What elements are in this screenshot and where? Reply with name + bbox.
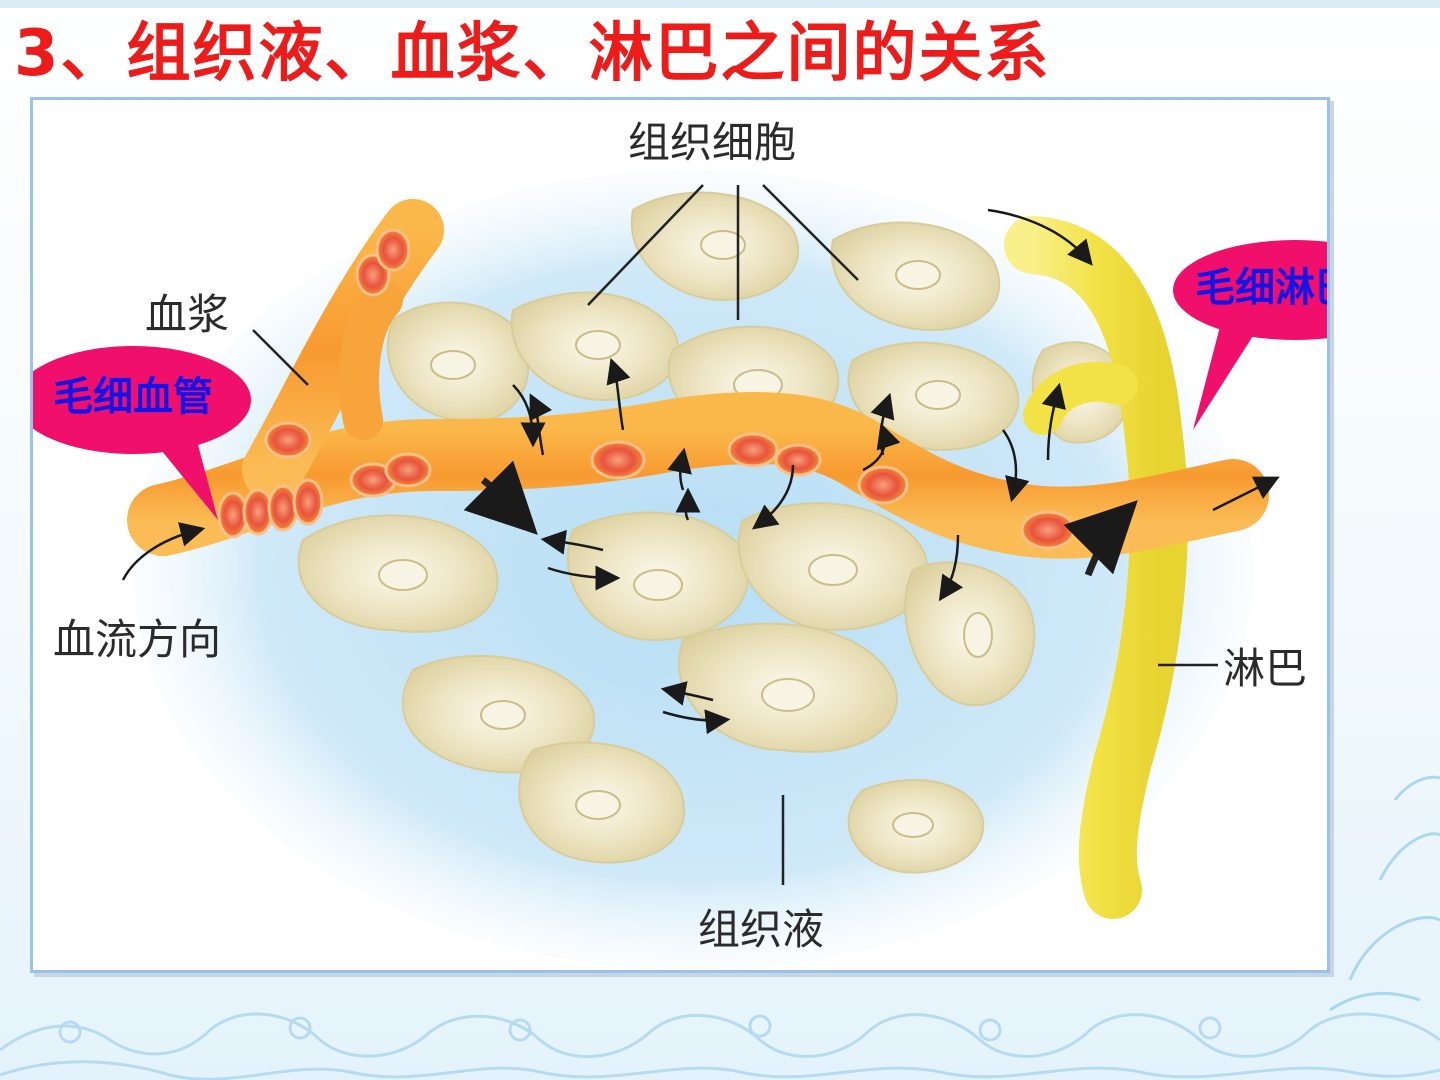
- diagram-frame: 组织细胞 血浆 血流方向 淋巴 组织液 毛细血管 毛细淋巴管: [30, 97, 1330, 973]
- label-plasma: 血浆: [145, 290, 230, 339]
- leader-lines: [252, 184, 1218, 885]
- diagram-illustration: [33, 170, 1327, 970]
- lymph-capillary-vessel: [1004, 216, 1188, 919]
- label-tissue-fluid: 组织液: [698, 905, 825, 954]
- cell-nuclei: [378, 230, 993, 838]
- red-blood-cells: [217, 228, 1076, 550]
- callout-capillary: 毛细血管: [53, 374, 213, 420]
- label-lymph: 淋巴: [1223, 644, 1308, 693]
- exchange-arrows: [121, 208, 1280, 735]
- flow-direction-arrows: [463, 460, 1138, 577]
- callout-bubble-lymph: [1173, 240, 1327, 430]
- label-tissue-cells: 组织细胞: [628, 118, 797, 167]
- slide-title: 3、组织液、血浆、淋巴之间的关系: [14, 17, 1051, 91]
- callout-lymph-capillary: 毛细淋巴管: [1195, 265, 1327, 311]
- callout-bubble-capillary: [33, 346, 251, 520]
- label-blood-flow-direction: 血流方向: [53, 615, 222, 664]
